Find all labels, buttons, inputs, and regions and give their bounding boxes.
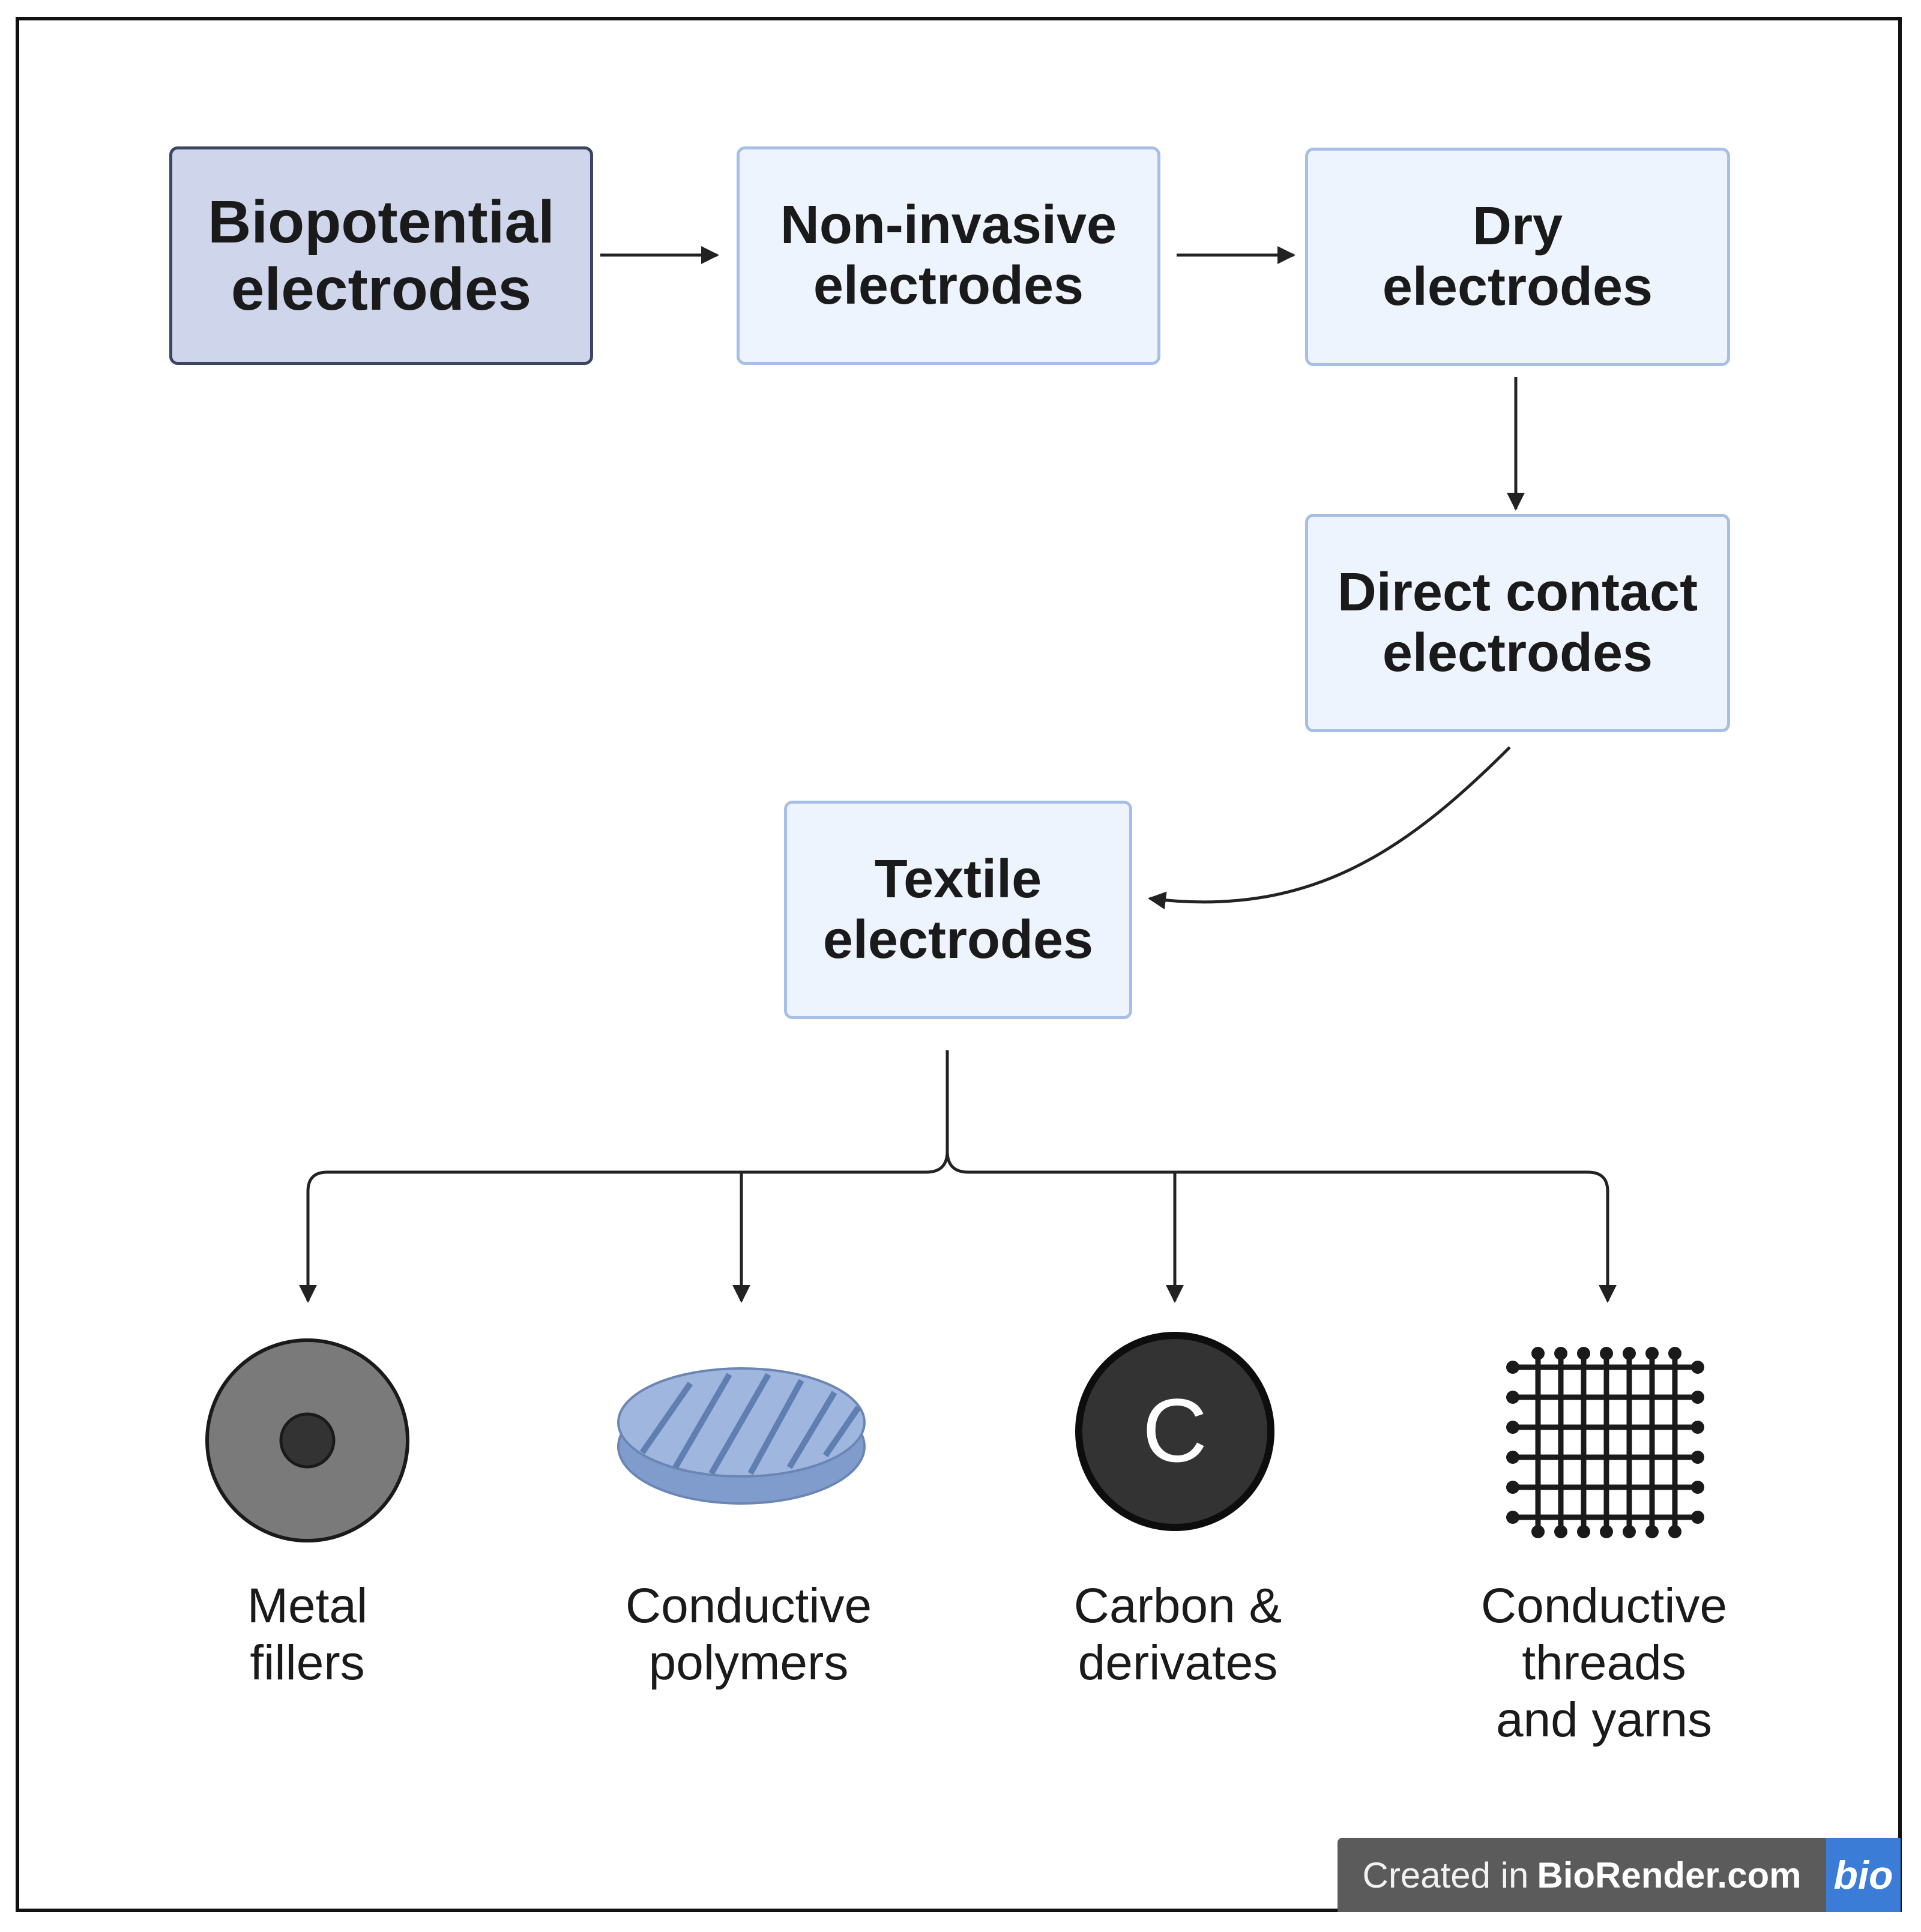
category-label-line: and yarns xyxy=(1495,1693,1713,1748)
node-line: electrodes xyxy=(813,256,1084,316)
node-line: electrodes xyxy=(822,910,1094,970)
node-dry-electrodes: Dry electrodes xyxy=(1305,148,1730,366)
node-line: Textile xyxy=(874,849,1042,910)
category-label-line: Metal xyxy=(247,1578,368,1633)
category-label-line: polymers xyxy=(648,1636,849,1691)
node-non-invasive-electrodes: Non-invasive electrodes xyxy=(737,146,1160,365)
node-line: Direct contact xyxy=(1337,562,1698,623)
biorender-logo-icon: bio xyxy=(1826,1838,1901,1912)
badge-text: Created in BioRender.com xyxy=(1337,1838,1826,1912)
carbon-glyph: C xyxy=(1142,1380,1207,1481)
brace-connector xyxy=(306,1050,1608,1301)
node-biopotential-electrodes: Biopotential electrodes xyxy=(169,146,593,365)
node-direct-contact-electrodes: Direct contact electrodes xyxy=(1305,514,1730,732)
category-label-conductive-threads: Conductive threads and yarns xyxy=(1436,1577,1772,1748)
thread-grid-icon xyxy=(1506,1347,1704,1538)
category-label-line: Carbon & xyxy=(1073,1578,1282,1633)
category-label-conductive-polymers: Conductive polymers xyxy=(581,1577,917,1691)
node-line: Dry xyxy=(1472,196,1563,257)
category-label-carbon-derivates: Carbon & derivates xyxy=(1010,1577,1346,1691)
node-textile-electrodes: Textile electrodes xyxy=(784,801,1132,1019)
badge-prefix: Created in xyxy=(1362,1855,1529,1895)
metal-filler-icon xyxy=(205,1338,409,1542)
node-line: Non-invasive xyxy=(780,195,1117,256)
node-line: electrodes xyxy=(231,256,532,323)
figure-frame xyxy=(16,17,1902,1912)
arrow-direct-to-textile xyxy=(1148,746,1511,910)
category-label-line: fillers xyxy=(250,1636,365,1691)
badge-brand: BioRender.com xyxy=(1537,1855,1802,1895)
conductive-polymer-icon xyxy=(617,1367,866,1505)
category-label-line: Conductive xyxy=(625,1578,872,1633)
category-label-line: Conductive xyxy=(1480,1578,1728,1633)
category-label-line: threads xyxy=(1522,1636,1686,1691)
node-line: electrodes xyxy=(1382,623,1653,683)
carbon-icon xyxy=(1075,1332,1274,1531)
node-line: Biopotential xyxy=(208,188,555,256)
category-label-line: derivates xyxy=(1078,1636,1278,1691)
biorender-badge[interactable]: Created in BioRender.com bio xyxy=(1337,1838,1901,1912)
node-line: electrodes xyxy=(1382,257,1653,317)
category-label-metal-fillers: Metal fillers xyxy=(139,1577,475,1691)
